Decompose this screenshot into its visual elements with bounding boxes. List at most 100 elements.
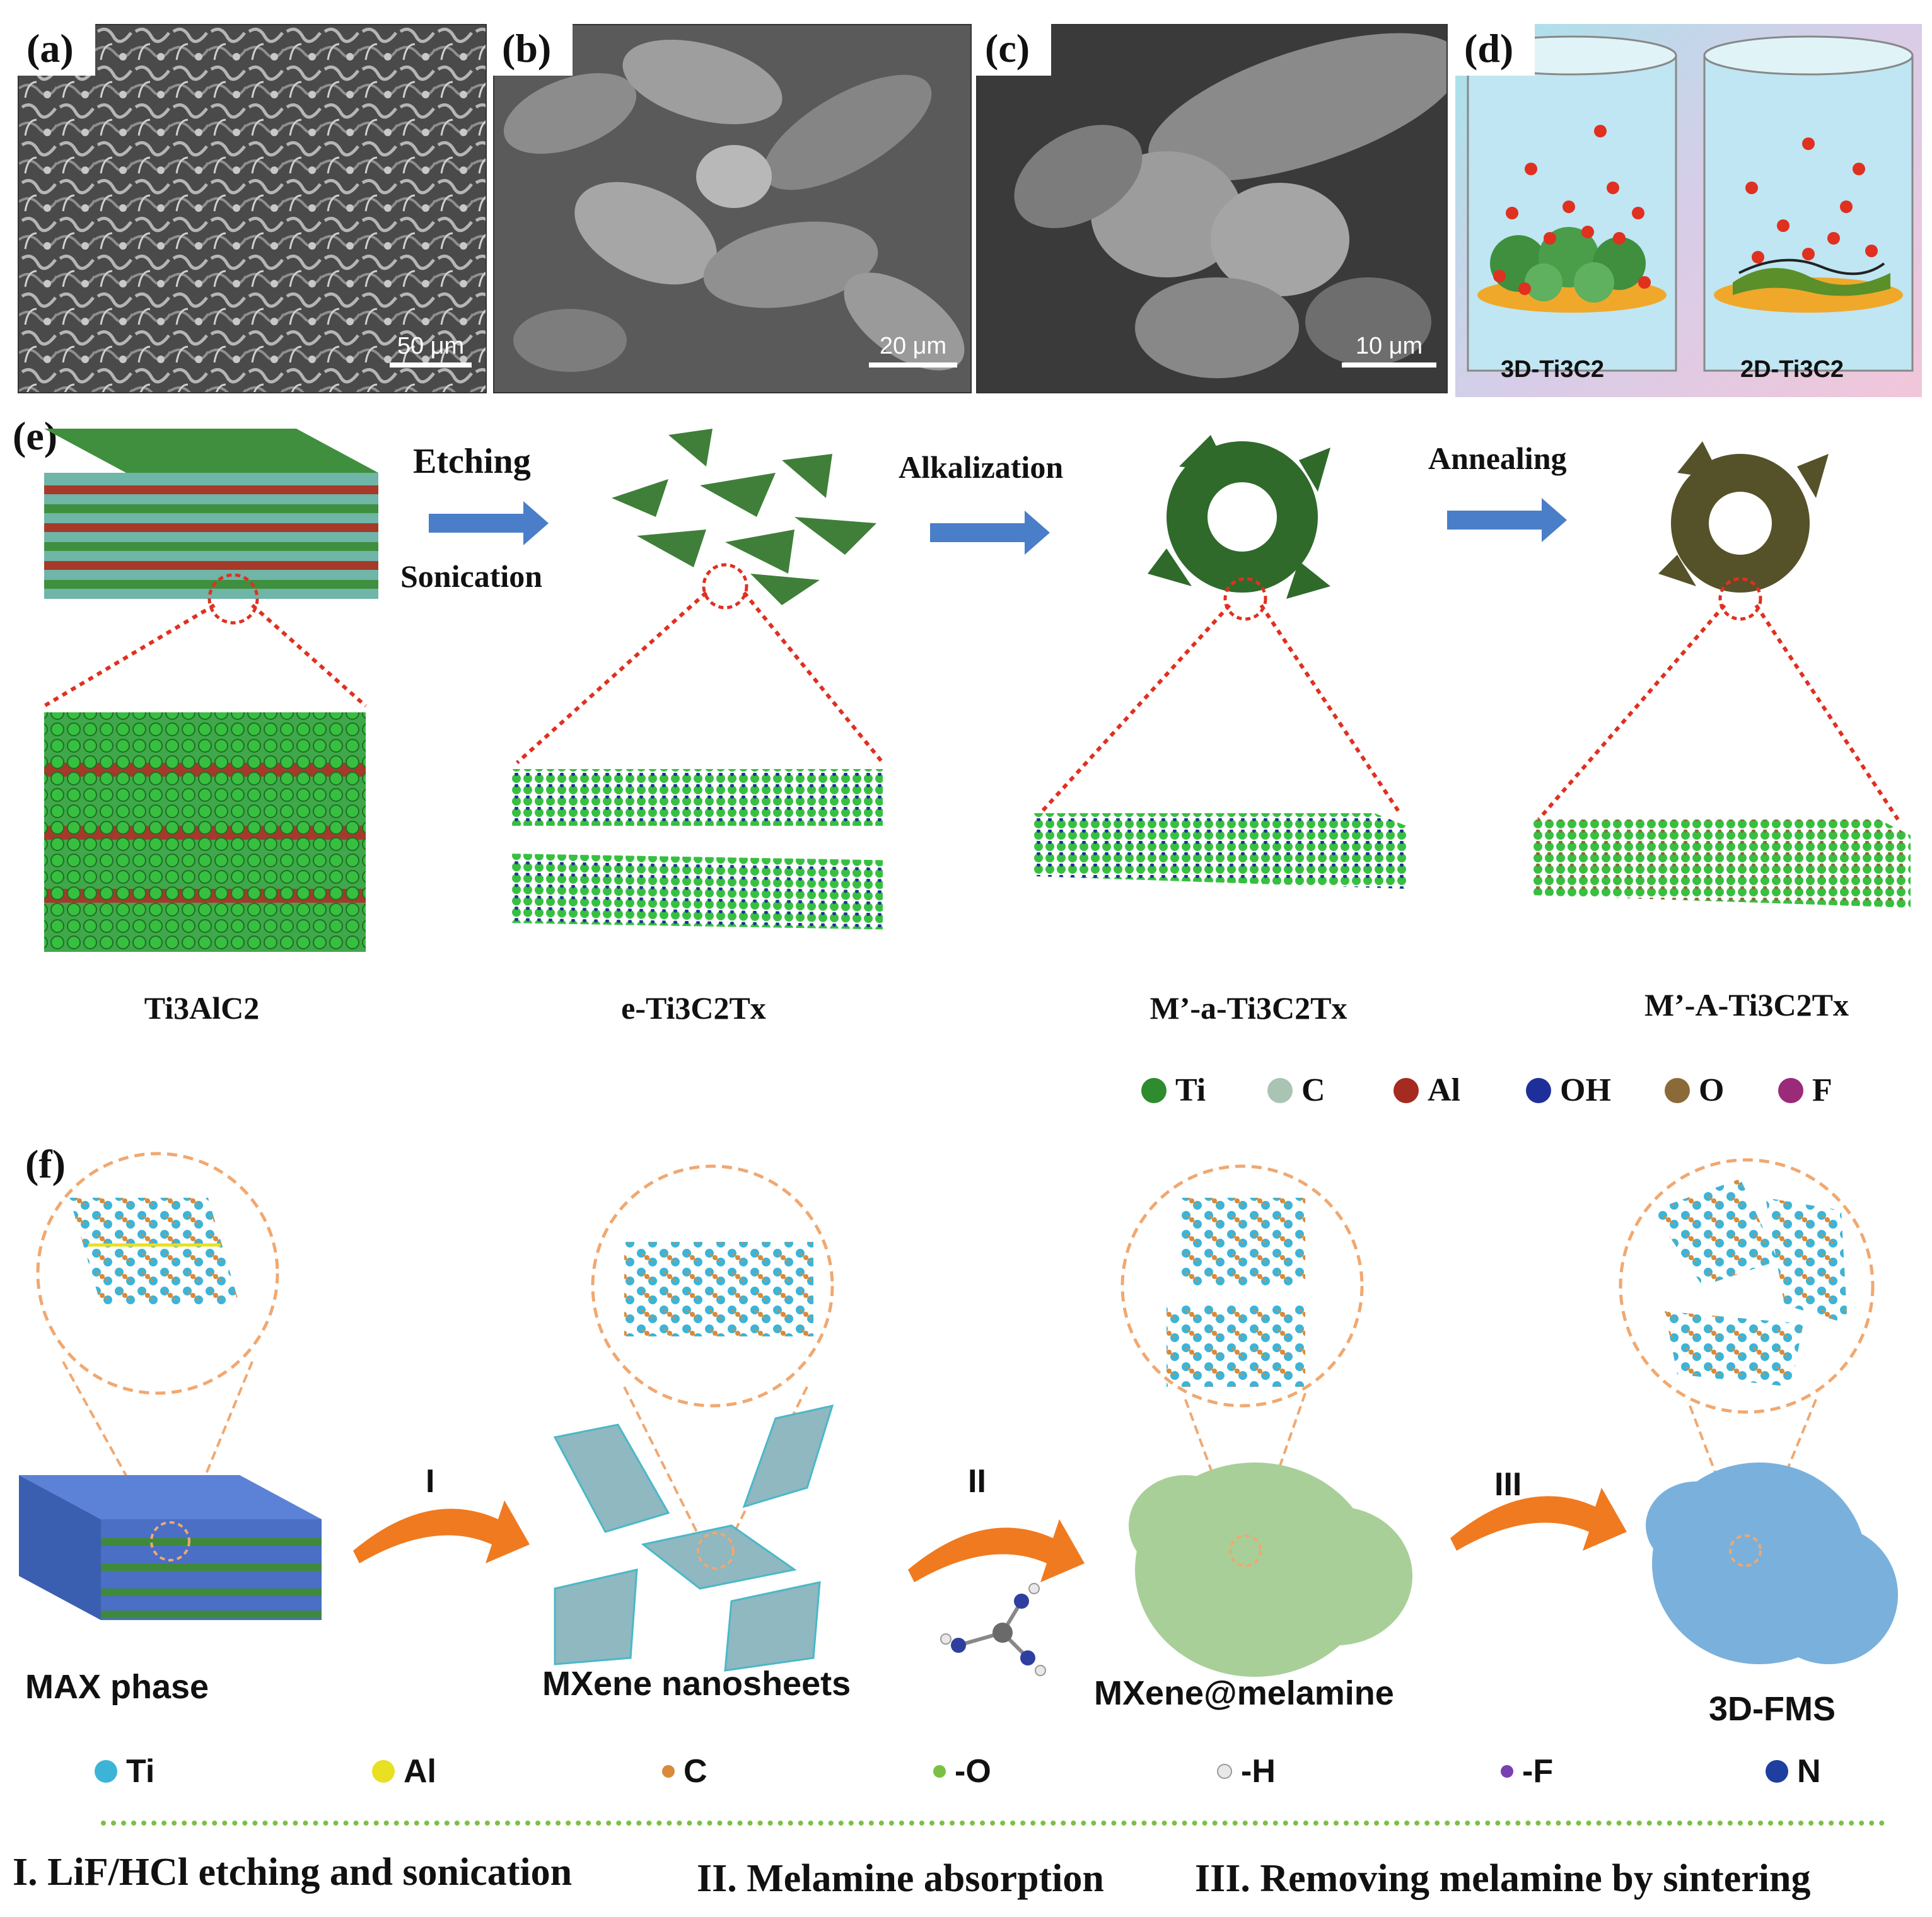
ti-ball-icon (95, 1760, 117, 1783)
panel-label-f: (f) (25, 1142, 66, 1186)
scale-bar-a-label: 50 μm (397, 333, 465, 359)
caption-step-i: I. LiF/HCl etching and sonication (13, 1851, 573, 1894)
panel-label-b: (b) (493, 24, 573, 76)
legend-e-al-label: Al (1428, 1072, 1460, 1108)
sem-image-b (493, 24, 972, 393)
e-ti3c2tx-lattice-icon (511, 769, 883, 930)
legend-f-f: -F (1501, 1752, 1553, 1790)
panel-f-legend: Ti Al C -O -H -F N (95, 1752, 1860, 1803)
label-mxene-nanosheets: MXene nanosheets (542, 1665, 851, 1703)
c-ball-icon (662, 1765, 675, 1778)
m-a-cluster-icon (1148, 435, 1330, 599)
mxene-nanosheets-icon (553, 1404, 834, 1672)
legend-f-f-label: -F (1522, 1753, 1554, 1790)
f-dot-icon (1778, 1077, 1803, 1103)
legend-e-ti-label: Ti (1175, 1072, 1206, 1108)
label-ti3alc2: Ti3AlC2 (144, 990, 260, 1026)
m-A-lattice-icon (1532, 820, 1911, 908)
arrow-step-i-icon (353, 1500, 530, 1563)
legend-f-c-label: C (684, 1753, 707, 1790)
panel-label-c: (c) (976, 24, 1052, 76)
cylinder-2d-icon (1703, 35, 1914, 372)
panel-label-e: (e) (13, 414, 58, 458)
max-phase-block-icon (19, 1475, 322, 1620)
legend-e-o: O (1665, 1072, 1724, 1109)
label-max-phase: MAX phase (25, 1668, 209, 1706)
legend-f-h-label: -H (1241, 1753, 1276, 1790)
scale-bar-c: 10 μm (1342, 333, 1436, 368)
o-ball-icon (933, 1765, 946, 1778)
legend-f-o: -O (933, 1752, 991, 1790)
panel-f-illustration (19, 1152, 1898, 1677)
f-ball-icon (1501, 1765, 1513, 1778)
caption-step-iii: III. Removing melamine by sintering (1195, 1857, 1811, 1900)
e-ti3c2tx-flakes-icon (612, 429, 876, 605)
arrow-step-ii-icon (908, 1519, 1085, 1582)
legend-e-c-label: C (1301, 1072, 1325, 1108)
step-annealing: Annealing (1428, 441, 1567, 476)
arrow-step-iii-icon (1450, 1488, 1627, 1551)
step-alkalization: Alkalization (899, 449, 1064, 485)
legend-e-o-label: O (1699, 1072, 1725, 1108)
cylinder-3d-icon (1467, 35, 1677, 372)
m-a-lattice-icon (1034, 813, 1406, 889)
scale-bar-c-label: 10 μm (1355, 333, 1423, 359)
arrow-annealing-icon (1447, 498, 1567, 542)
panel-d-schematic (1455, 24, 1922, 397)
scale-bar-b-label: 20 μm (879, 333, 947, 359)
sem-image-c (976, 24, 1448, 393)
legend-e-f: F (1778, 1072, 1832, 1109)
ti3alc2-lattice-icon (44, 712, 366, 952)
legend-f-al: Al (372, 1752, 436, 1790)
al-dot-icon (1394, 1077, 1419, 1103)
panel-d-label-3d: 3D-Ti3C2 (1501, 356, 1605, 383)
scale-bar-b: 20 μm (869, 333, 957, 368)
step-number-ii: II (968, 1463, 986, 1500)
panel-label-d: (d) (1455, 24, 1535, 76)
panel-e-legend: Ti C Al OH O F (1141, 1072, 1860, 1122)
oh-dot-icon (1526, 1077, 1551, 1103)
melamine-molecule-icon (940, 1583, 1046, 1676)
m-A-cluster-icon (1658, 441, 1829, 593)
label-m-A-ti3c2tx: M’-A-Ti3C2Tx (1644, 987, 1849, 1022)
o-dot-icon (1665, 1077, 1690, 1103)
legend-e-oh: OH (1526, 1072, 1611, 1109)
legend-e-oh-label: OH (1560, 1072, 1611, 1108)
sem-image-a (18, 24, 487, 393)
scale-bar-a: 50 μm (390, 333, 472, 368)
arrow-etching-icon (429, 501, 549, 545)
label-e-ti3c2tx: e-Ti3C2Tx (621, 990, 766, 1026)
step-etching: Etching (413, 442, 531, 481)
ti3alc2-block-icon (44, 429, 378, 625)
legend-f-ti-label: Ti (126, 1753, 155, 1790)
legend-f-ti: Ti (95, 1752, 154, 1790)
label-m-a-ti3c2tx: M’-a-Ti3C2Tx (1149, 990, 1347, 1026)
dotted-divider (101, 1821, 1885, 1826)
legend-f-n: N (1766, 1752, 1821, 1790)
legend-e-c: C (1267, 1072, 1325, 1109)
caption-step-ii: II. Melamine absorption (697, 1857, 1104, 1900)
n-ball-icon (1766, 1760, 1788, 1783)
legend-e-f-label: F (1812, 1072, 1832, 1108)
legend-f-o-label: -O (955, 1753, 991, 1790)
legend-f-n-label: N (1797, 1753, 1821, 1790)
al-ball-icon (372, 1760, 395, 1783)
step-number-iii: III (1494, 1466, 1522, 1503)
step-number-i: I (426, 1463, 435, 1500)
legend-f-al-label: Al (404, 1753, 436, 1790)
panel-e-illustration (43, 429, 1911, 952)
fms-foam-icon (1646, 1462, 1898, 1664)
legend-f-h: -H (1217, 1752, 1276, 1790)
ti-dot-icon (1141, 1077, 1167, 1103)
panel-label-a: (a) (18, 24, 95, 76)
label-3d-fms: 3D-FMS (1709, 1690, 1836, 1728)
label-mxene-melamine: MXene@melamine (1094, 1674, 1394, 1712)
legend-e-al: Al (1394, 1072, 1460, 1109)
arrow-alkalization-icon (930, 511, 1050, 555)
panel-d-label-2d: 2D-Ti3C2 (1740, 356, 1844, 383)
h-ball-icon (1217, 1764, 1232, 1779)
legend-e-ti: Ti (1141, 1072, 1206, 1109)
mxene-melamine-foam-icon (1129, 1462, 1412, 1677)
legend-f-c: C (662, 1752, 707, 1790)
step-sonication: Sonication (400, 559, 543, 594)
